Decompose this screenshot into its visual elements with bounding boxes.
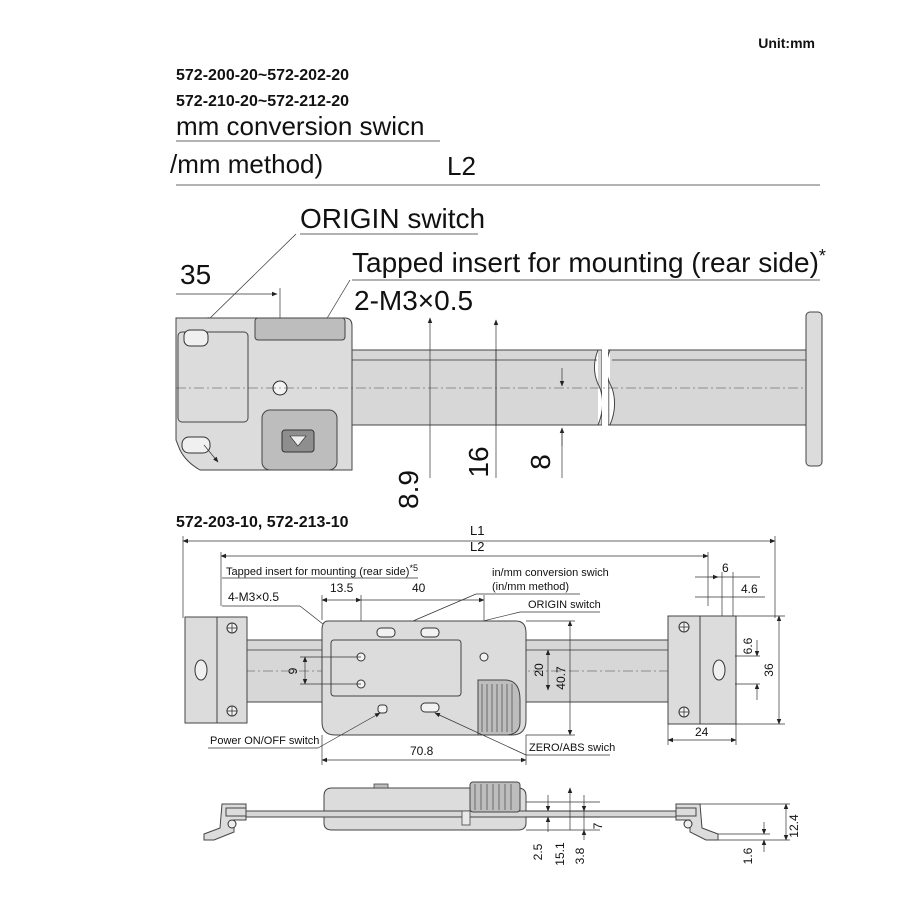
dim-7: 7: [591, 822, 605, 829]
conversion-method-label: /mm method): [170, 149, 323, 179]
dim-9: 9: [286, 667, 300, 674]
front-thread-spec-label: 4-M3×0.5: [228, 590, 279, 604]
dim-15.1: 15.1: [553, 842, 567, 866]
conversion-switch-label: mm conversion swicn: [176, 111, 425, 141]
unit-label: Unit:mm: [758, 35, 815, 51]
l1-label: L1: [470, 523, 484, 538]
front-conversion-switch-label: in/mm conversion swich: [492, 567, 609, 579]
tapped-insert-note-mark: *: [819, 246, 826, 266]
dim-8: 8: [525, 454, 556, 470]
dim-40.7: 40.7: [554, 666, 568, 690]
dim-6.6: 6.6: [741, 637, 755, 654]
dim-40-top: 40: [412, 581, 426, 595]
section-front-view: 572-203-10, 572-213-10 L1 L2 Tapped inse…: [176, 514, 785, 765]
dim-8.9: 8.9: [393, 470, 424, 509]
front-conversion-method-label: (in/mm method): [492, 581, 569, 593]
power-switch-label: Power ON/OFF switch: [210, 735, 319, 747]
dim-36: 36: [762, 663, 776, 677]
front-origin-switch-label: ORIGIN switch: [528, 599, 601, 611]
dim-13.5: 13.5: [330, 581, 354, 595]
section-side-view: 2.5 15.1 3.8 7 12.4 1.6: [203, 781, 801, 866]
l2-label: L2: [470, 539, 484, 554]
dim-12.4: 12.4: [787, 814, 801, 838]
dim-6: 6: [722, 561, 729, 575]
front-tapped-note-mark: *5: [409, 563, 418, 573]
front-tapped-insert-label: Tapped insert for mounting (rear side)*5: [226, 563, 418, 578]
dim-70.8: 70.8: [410, 744, 434, 758]
dim-35: 35: [180, 259, 211, 290]
dim-4.6: 4.6: [741, 582, 758, 596]
l2-label-enlarged: L2: [447, 151, 476, 181]
dim-24: 24: [695, 725, 709, 739]
tapped-insert-label: Tapped insert for mounting (rear side)*: [352, 246, 826, 278]
dim-20: 20: [532, 663, 546, 677]
zero-abs-switch-label: ZERO/ABS swich: [529, 742, 615, 754]
section-enlarged-view: 572-200-20~572-202-20 572-210-20~572-212…: [170, 67, 826, 509]
front-view-model-title: 572-203-10, 572-213-10: [176, 514, 349, 531]
dim-2.5: 2.5: [531, 843, 545, 860]
dim-16: 16: [463, 446, 494, 477]
model-number-line-2: 572-210-20~572-212-20: [176, 93, 349, 110]
model-number-line-1: 572-200-20~572-202-20: [176, 67, 349, 84]
dim-1.6: 1.6: [741, 847, 755, 864]
origin-switch-label: ORIGIN switch: [300, 203, 485, 234]
thread-spec-label: 2-M3×0.5: [354, 285, 473, 316]
dim-3.8: 3.8: [573, 847, 587, 864]
